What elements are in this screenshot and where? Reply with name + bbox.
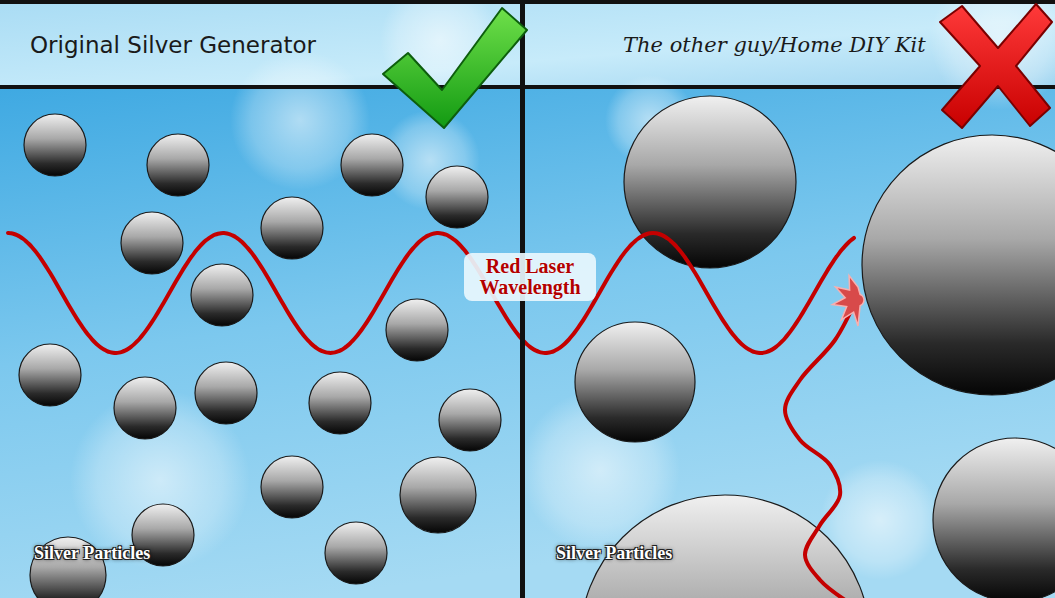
panel-title: The other guy/Home DIY Kit [623,33,926,57]
header-band: The other guy/Home DIY Kit [525,4,1055,85]
laser-wave [8,233,854,353]
small-silver-particles [19,114,501,598]
silver-particle [114,377,176,439]
header-ground [0,0,1055,88]
silver-particle [933,438,1055,598]
silver-particle [19,344,81,406]
silver-particle [261,456,323,518]
particle-label: Silver Particles [556,543,672,564]
silver-particle [121,212,183,274]
silver-particle [426,166,488,228]
silver-particle [341,134,403,196]
silver-particle [147,134,209,196]
particle-label: Silver Particles [34,543,150,564]
check-mark [383,8,527,128]
header-band: Original Silver Generator [4,4,520,85]
cross-mark [940,4,1052,128]
scatter-burst [832,276,864,326]
silver-particle [325,522,387,584]
silver-particle [386,299,448,361]
large-silver-particles [575,96,1055,598]
silver-particle [624,96,796,268]
silver-particle [575,322,695,442]
silver-particle [862,135,1055,395]
silver-particle [261,197,323,259]
silver-particle [400,457,476,533]
silver-particle [24,114,86,176]
silver-particle [191,264,253,326]
silver-particle [195,362,257,424]
silver-particle [309,372,371,434]
panel-title: Original Silver Generator [30,32,316,58]
laser-label: Red Laser Wavelength [464,253,596,301]
silver-particle [439,389,501,451]
scattered-laser [785,300,856,598]
